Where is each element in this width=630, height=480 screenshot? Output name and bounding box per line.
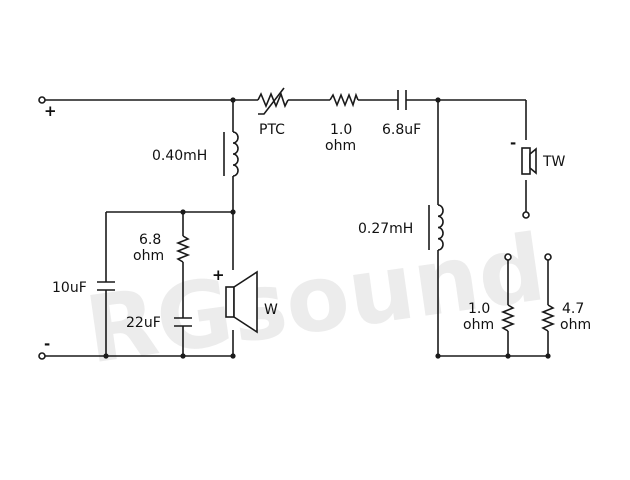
series-resistor-value: 1.0 xyxy=(330,122,352,138)
tweeter-label: TW xyxy=(542,154,566,170)
junction-dots xyxy=(103,97,551,359)
capacitor-22uf: 22uF xyxy=(126,315,192,331)
optional-resistor-1-value: 1.0 xyxy=(468,301,490,317)
tweeter-inductor-label: 0.27mH xyxy=(358,221,413,237)
woofer-speaker: + W xyxy=(212,266,278,334)
optional-resistor-1: 1.0 ohm xyxy=(463,253,516,333)
wires xyxy=(45,99,549,357)
optional-resistor-2: 4.7 ohm xyxy=(540,253,591,333)
woofer-inductor-label: 0.40mH xyxy=(152,148,207,164)
woofer-polarity-sign: + xyxy=(212,266,225,284)
optional-resistor-2-unit: ohm xyxy=(560,317,591,333)
notch-resistor-value: 6.8 xyxy=(139,232,161,248)
tweeter-inductor: 0.27mH xyxy=(358,204,444,251)
capacitor-10uf: 10uF xyxy=(52,280,115,296)
minus-terminal-sign: - xyxy=(44,335,50,353)
series-capacitor-label: 6.8uF xyxy=(382,122,421,138)
plus-terminal-sign: + xyxy=(44,102,57,120)
capacitor-22uf-label: 22uF xyxy=(126,315,161,331)
notch-resistor-unit: ohm xyxy=(133,248,164,264)
series-capacitor: 6.8uF xyxy=(382,90,421,138)
optional-resistor-1-unit: ohm xyxy=(463,317,494,333)
series-resistor: 1.0 ohm xyxy=(325,92,359,154)
tweeter-speaker: - TW xyxy=(510,134,566,219)
ptc-label: PTC xyxy=(259,122,285,138)
woofer-inductor: 0.40mH xyxy=(152,131,239,177)
optional-resistor-2-value: 4.7 xyxy=(562,301,584,317)
capacitor-10uf-label: 10uF xyxy=(52,280,87,296)
ptc-thermistor: PTC xyxy=(257,87,289,138)
tweeter-polarity-sign: - xyxy=(510,134,516,152)
woofer-label: W xyxy=(264,302,278,318)
series-resistor-unit: ohm xyxy=(325,138,356,154)
notch-resistor: 6.8 ohm xyxy=(133,232,191,264)
